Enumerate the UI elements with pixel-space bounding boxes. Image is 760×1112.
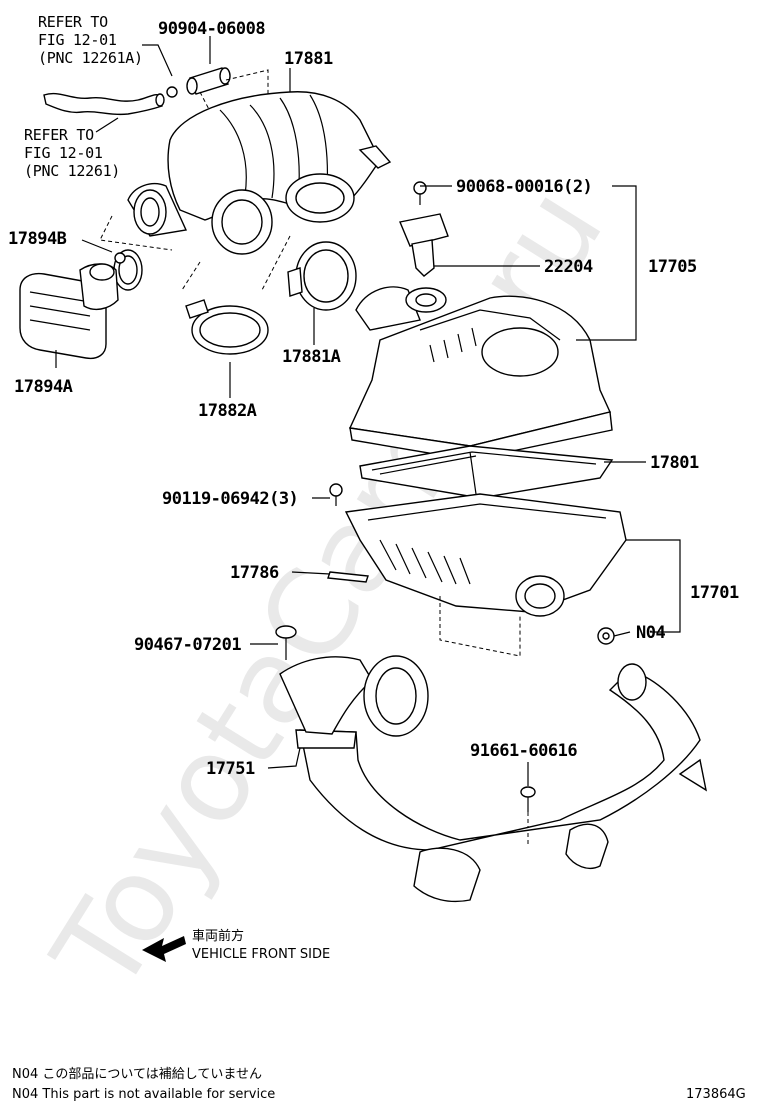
air-filter-element — [359, 445, 614, 499]
refer-label-1-line2: FIG 12-01 — [38, 31, 117, 49]
resonator-17894a — [19, 263, 119, 360]
label-17705: 17705 — [648, 257, 697, 277]
connector-90904 — [166, 67, 231, 98]
label-17894b: 17894B — [8, 229, 67, 249]
footnote-en: N04 This part is not available for servi… — [12, 1087, 275, 1102]
clip-17786 — [327, 571, 369, 583]
bolt-90119 — [329, 483, 343, 506]
refer-label-2-line3: (PNC 12261) — [24, 162, 120, 180]
label-n04: N04 — [636, 623, 665, 643]
intake-hose-17881 — [127, 91, 392, 255]
refer-label-2-line2: FIG 12-01 — [24, 144, 103, 162]
intake-pipe-17751 — [279, 655, 708, 903]
bolt-91661 — [520, 786, 536, 812]
label-90467-07201: 90467-07201 — [134, 635, 241, 655]
label-17751: 17751 — [206, 759, 255, 779]
refer-label-2-line1: REFER TO — [24, 126, 94, 144]
clamp-17881a — [287, 241, 357, 311]
refer-label-1-line1: REFER TO — [38, 13, 108, 31]
label-90904-06008: 90904-06008 — [158, 19, 265, 39]
label-17894a: 17894A — [14, 377, 73, 397]
label-91661-60616: 91661-60616 — [470, 741, 577, 761]
direction-label-en: VEHICLE FRONT SIDE — [192, 947, 330, 962]
air-cleaner-case — [344, 493, 627, 645]
footnote-jp: N04 この部品については補給していません — [12, 1067, 262, 1082]
label-17881a: 17881A — [282, 347, 341, 367]
hose-small — [43, 92, 165, 116]
arrow-left-icon — [142, 936, 186, 962]
leader-lines — [55, 36, 681, 786]
figure-id: 173864G — [686, 1087, 746, 1102]
bolt-90467 — [275, 625, 297, 660]
label-17801: 17801 — [650, 453, 699, 473]
label-17882a: 17882A — [198, 401, 257, 421]
label-90119-06942: 90119-06942(3) — [162, 489, 298, 509]
sensor-22204 — [399, 181, 449, 277]
direction-label-jp: 車両前方 — [192, 928, 244, 944]
label-90068-00016: 90068-00016(2) — [456, 177, 592, 197]
label-22204: 22204 — [544, 257, 593, 277]
clamp-17882a — [185, 299, 269, 355]
label-17701: 17701 — [690, 583, 739, 603]
label-17881: 17881 — [284, 49, 333, 69]
refer-label-1-line3: (PNC 12261A) — [38, 49, 143, 67]
air-cleaner-cap — [348, 286, 613, 461]
clamp-17894b — [113, 249, 143, 291]
label-17786: 17786 — [230, 563, 279, 583]
